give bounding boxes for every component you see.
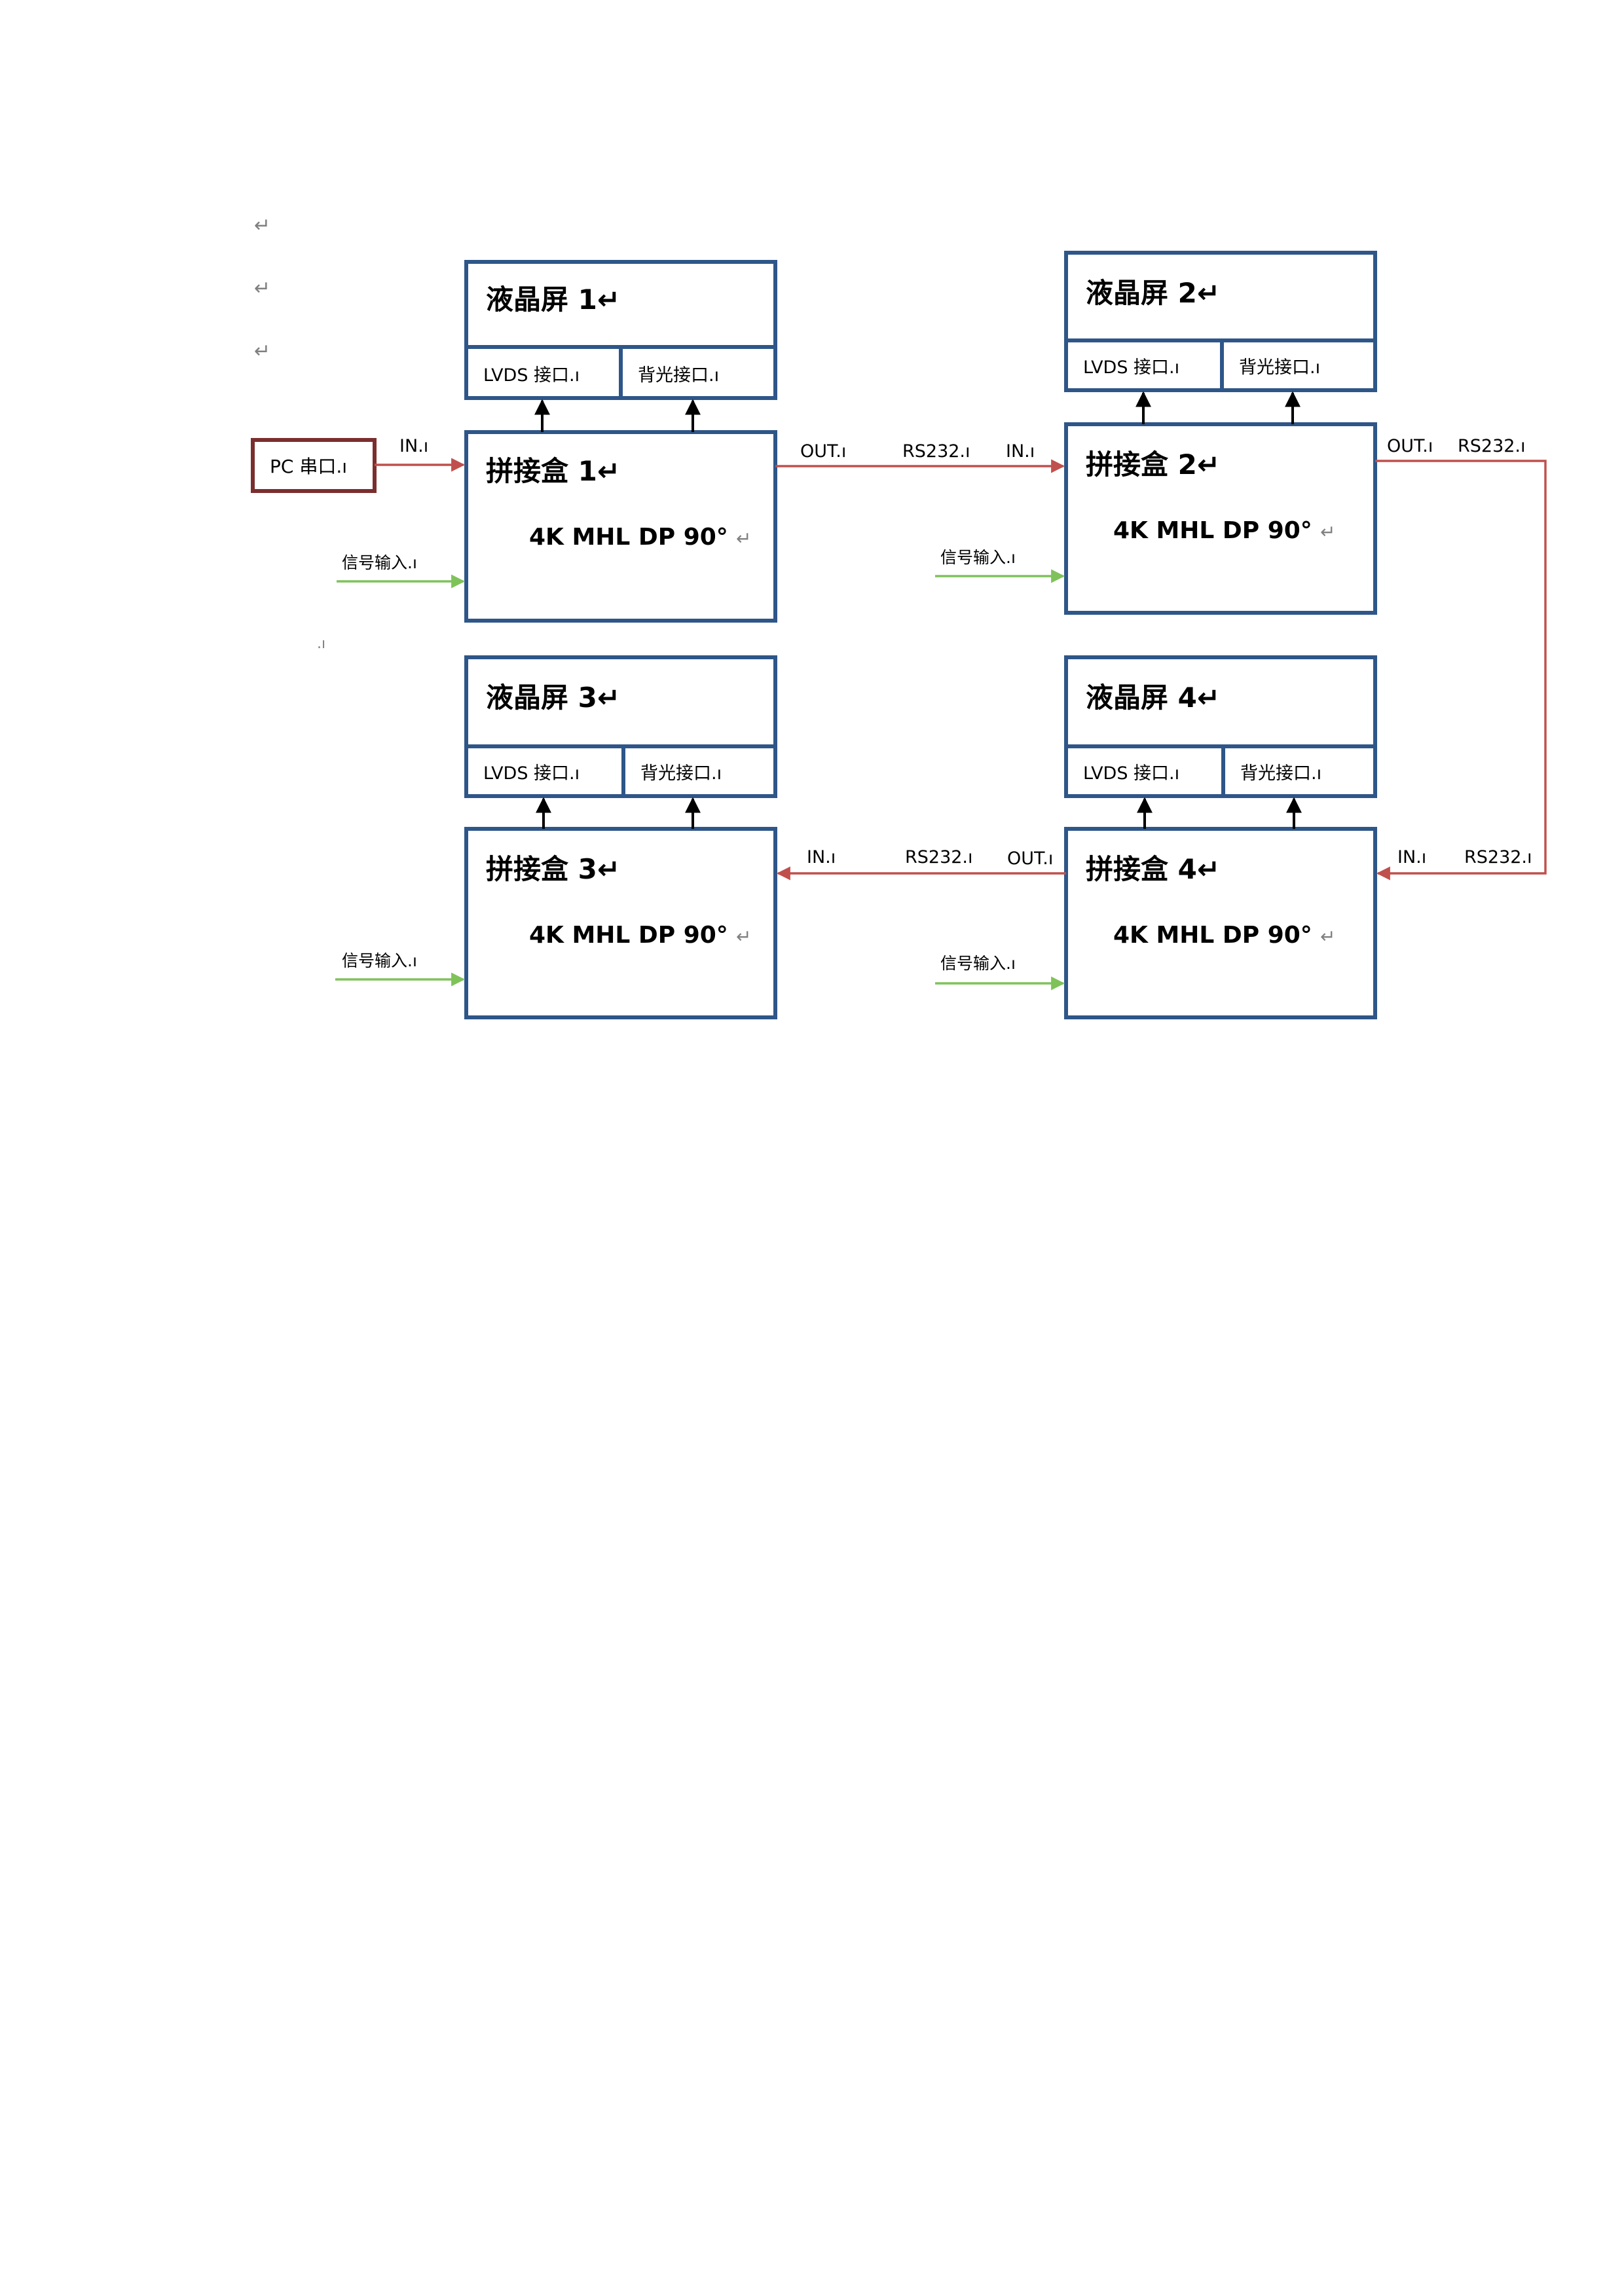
splice-box-title: 拼接盒 1↵	[486, 455, 620, 487]
splice-box-title: 拼接盒 2↵	[1086, 448, 1220, 481]
backlight-port-label: 背光接口.ı	[1240, 763, 1321, 784]
lvds-port-label: LVDS 接口.ı	[1083, 763, 1179, 784]
box2-to-box4-wire	[1375, 460, 1547, 881]
out-port-label: OUT.ı	[800, 441, 846, 462]
out-port-label: OUT.ı	[1007, 848, 1053, 869]
lcd-screen-1: 液晶屏 1↵ LVDS 接口.ı 背光接口.ı	[464, 260, 777, 400]
rs232-label: RS232.ı	[902, 441, 970, 462]
splice-box-1: 拼接盒 1↵ 4K MHL DP 90° ↵	[464, 430, 777, 623]
signal-input-label: 信号输入.ı	[342, 951, 417, 970]
splice-box-spec: 4K MHL DP 90°	[529, 922, 728, 949]
stray-mark: .ı	[317, 636, 325, 652]
in-port-label: IN.ı	[1397, 847, 1426, 867]
splice-box-title: 拼接盒 4↵	[1086, 853, 1220, 885]
splice-box-4: 拼接盒 4↵ 4K MHL DP 90° ↵	[1064, 827, 1377, 1019]
lcd-screen-4: 液晶屏 4↵ LVDS 接口.ı 背光接口.ı	[1064, 655, 1377, 798]
splice-box-3: 拼接盒 3↵ 4K MHL DP 90° ↵	[464, 827, 777, 1019]
lvds-port-label: LVDS 接口.ı	[483, 763, 580, 784]
splice-box-spec: 4K MHL DP 90°	[1113, 922, 1312, 949]
rs232-label: RS232.ı	[1458, 436, 1526, 456]
paragraph-mark: ↵	[1320, 926, 1335, 947]
in-port-label: IN.ı	[807, 847, 836, 867]
paragraph-mark: ↵	[254, 277, 270, 300]
backlight-port-label: 背光接口.ı	[640, 763, 722, 784]
screen-title: 液晶屏 4↵	[1086, 682, 1220, 714]
paragraph-mark: ↵	[254, 340, 270, 363]
paragraph-mark: ↵	[736, 528, 751, 549]
backlight-port-label: 背光接口.ı	[638, 365, 719, 386]
pc-serial-port: PC 串口.ı	[251, 438, 377, 493]
paragraph-mark: ↵	[736, 926, 751, 947]
pc-serial-port-label: PC 串口.ı	[270, 456, 347, 477]
signal-input-label: 信号输入.ı	[940, 954, 1016, 973]
out-port-label: OUT.ı	[1387, 436, 1433, 456]
signal-input-label: 信号输入.ı	[342, 553, 417, 572]
paragraph-mark: ↵	[1320, 521, 1335, 543]
splice-box-title: 拼接盒 3↵	[486, 853, 620, 885]
paragraph-mark: ↵	[254, 214, 270, 237]
in-port-label: IN.ı	[1006, 441, 1035, 462]
lvds-port-label: LVDS 接口.ı	[483, 365, 580, 386]
in-port-label: IN.ı	[399, 436, 428, 456]
rs232-label: RS232.ı	[905, 847, 973, 867]
signal-input-label: 信号输入.ı	[940, 548, 1016, 567]
screen-title: 液晶屏 1↵	[486, 283, 620, 316]
lcd-screen-3: 液晶屏 3↵ LVDS 接口.ı 背光接口.ı	[464, 655, 777, 798]
screen-title: 液晶屏 2↵	[1086, 277, 1220, 309]
splice-box-spec: 4K MHL DP 90°	[529, 524, 728, 551]
backlight-port-label: 背光接口.ı	[1239, 357, 1320, 378]
splice-box-2: 拼接盒 2↵ 4K MHL DP 90° ↵	[1064, 422, 1377, 615]
lvds-port-label: LVDS 接口.ı	[1083, 357, 1179, 378]
splice-box-spec: 4K MHL DP 90°	[1113, 517, 1312, 544]
screen-title: 液晶屏 3↵	[486, 682, 620, 714]
lcd-screen-2: 液晶屏 2↵ LVDS 接口.ı 背光接口.ı	[1064, 251, 1377, 392]
rs232-label: RS232.ı	[1464, 847, 1532, 867]
